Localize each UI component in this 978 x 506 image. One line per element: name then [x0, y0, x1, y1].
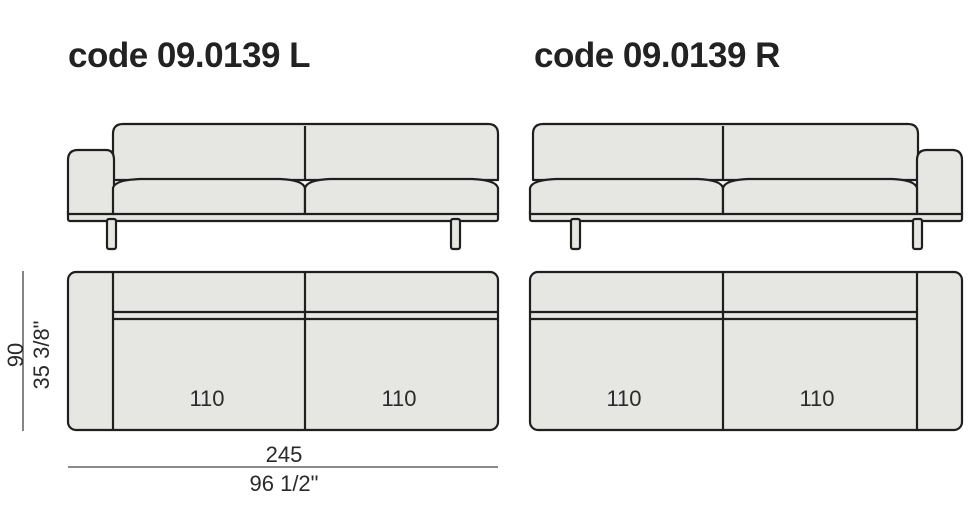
sofa-right-front-view: [528, 122, 964, 251]
sofa-left-front-view: [66, 122, 500, 251]
seat-width-right-1: 110: [606, 386, 641, 411]
width-cm-label: 245: [266, 442, 303, 467]
depth-inch-label: 35 3/8": [29, 321, 54, 390]
width-inch-label: 96 1/2": [250, 471, 319, 496]
seat-width-left-1: 110: [189, 386, 224, 411]
code-label-right: code 09.0139 R: [534, 36, 780, 75]
width-dimension: 245 96 1/2": [68, 442, 498, 496]
sofa-left-plan-view: [66, 270, 500, 432]
depth-cm-label: 90: [3, 343, 28, 367]
depth-dimension: 90 35 3/8": [3, 271, 54, 431]
sofa-right-plan-view: [528, 270, 964, 432]
code-label-left: code 09.0139 L: [68, 36, 311, 75]
seat-width-right-2: 110: [799, 386, 834, 411]
seat-width-left-2: 110: [381, 386, 416, 411]
